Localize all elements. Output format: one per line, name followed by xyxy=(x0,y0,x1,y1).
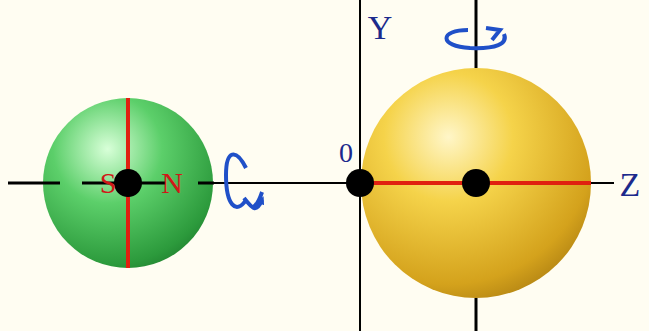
sphere-shape xyxy=(42,97,214,269)
z-axis xyxy=(591,182,614,184)
pole-letter: S xyxy=(100,168,117,198)
axis-label: 0 xyxy=(339,139,353,167)
rotation-axis xyxy=(475,0,478,68)
magnet-sphere: SN xyxy=(42,97,214,269)
rotation-axis xyxy=(475,298,478,331)
axis-label: Z xyxy=(620,168,641,202)
rotation-arrow xyxy=(486,28,500,40)
axis-label: Y xyxy=(368,11,393,45)
z-axis xyxy=(214,182,360,184)
z-axis xyxy=(8,182,42,185)
y-axis xyxy=(359,0,361,331)
rotation-arrow xyxy=(226,154,262,208)
pole-letter: N xyxy=(161,168,183,198)
center-dot xyxy=(462,169,490,197)
yellow-sphere xyxy=(361,68,591,298)
rotation-arrow xyxy=(244,198,262,208)
origin-dot xyxy=(346,169,374,197)
